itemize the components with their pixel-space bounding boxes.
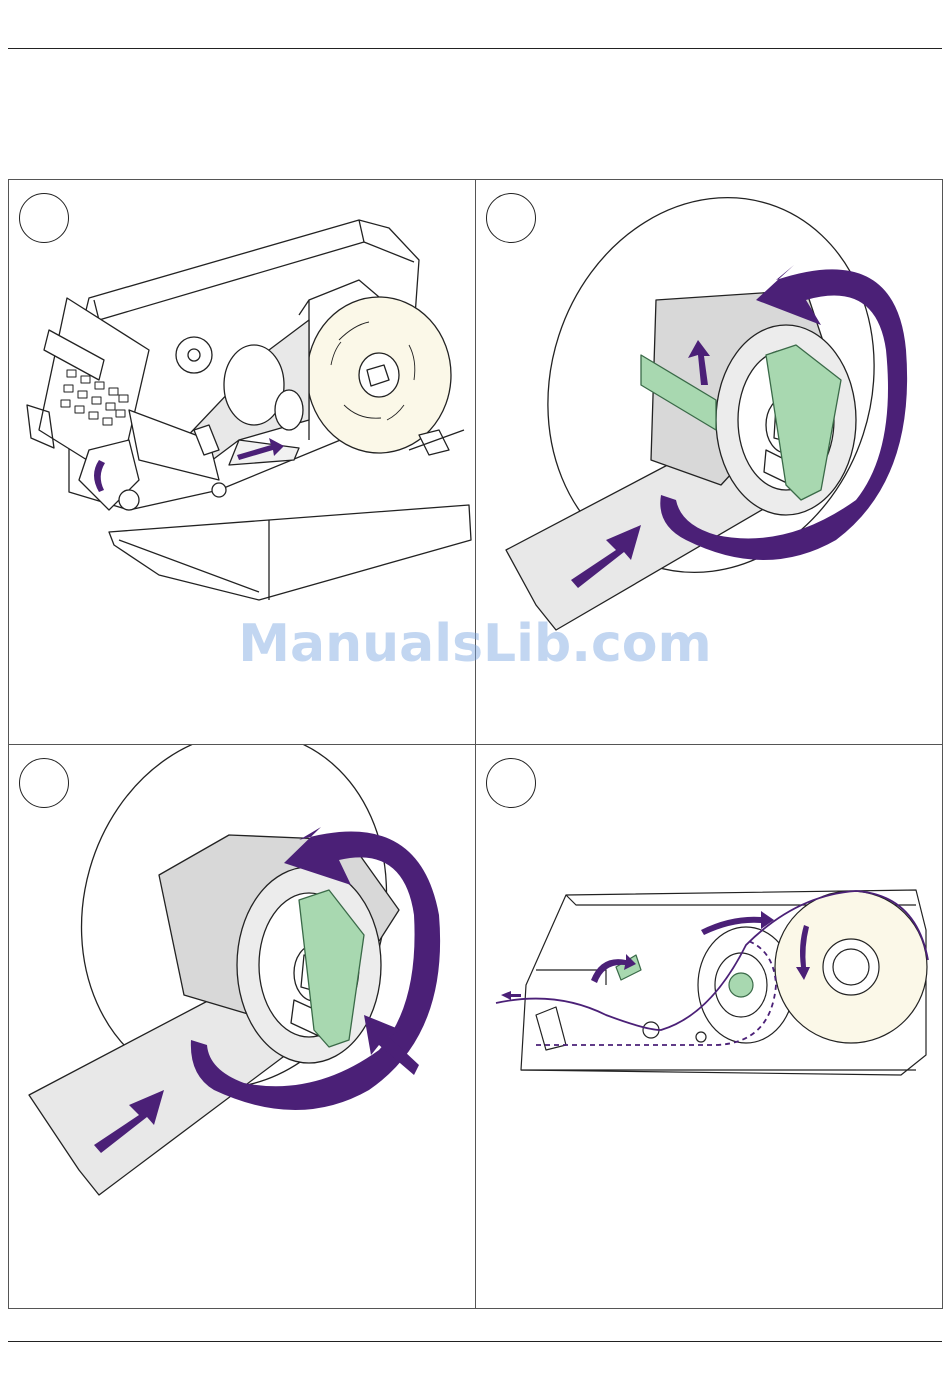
roll-lock-illustration — [9, 745, 475, 1310]
panel-3 — [9, 745, 475, 1310]
top-rule — [8, 48, 942, 49]
illustration-grid — [8, 179, 943, 1309]
step-circle-4 — [486, 758, 536, 808]
media-path-illustration — [476, 745, 943, 1310]
panel-4 — [476, 745, 943, 1310]
step-circle-1 — [19, 193, 69, 243]
watermark: ManualsLib.com — [0, 614, 950, 674]
bottom-rule — [8, 1341, 942, 1342]
step-circle-3 — [19, 758, 69, 808]
step-circle-2 — [486, 193, 536, 243]
